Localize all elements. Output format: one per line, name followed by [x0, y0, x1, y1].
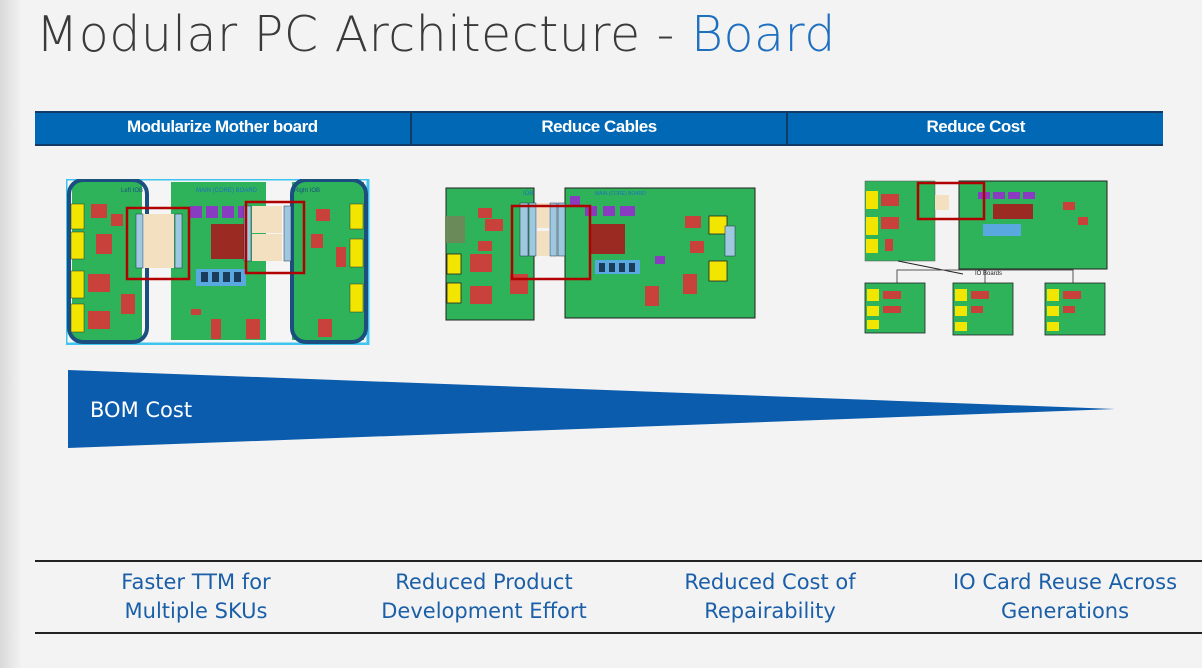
- right-iob-label: Right IOB: [294, 188, 320, 194]
- iob-label: IOB: [523, 191, 533, 197]
- header-reduce-cables: Reduce Cables: [412, 113, 789, 144]
- benefit-line: Reduced Product: [395, 570, 573, 594]
- slide-title: Modular PC Architecture - Board: [36, 6, 836, 63]
- benefit-line: Multiple SKUs: [124, 599, 268, 623]
- benefit-line: Development Effort: [381, 599, 587, 623]
- left-iob-label: Left IOB: [121, 188, 143, 194]
- modular-motherboard-diagram: Left IOB MAIN (CORE) BOARD Right IOB: [66, 179, 370, 345]
- benefit-line: IO Card Reuse Across: [952, 570, 1178, 594]
- benefit-line: Repairability: [704, 599, 836, 623]
- benefit-line: Faster TTM for: [121, 570, 271, 594]
- reduce-cost-diagram: IO Boards: [864, 180, 1108, 336]
- title-text: Modular PC Architecture -: [36, 6, 691, 63]
- divider-top: [35, 560, 1202, 562]
- header-reduce-cost: Reduce Cost: [926, 117, 1025, 136]
- main-board-label: MAIN (CORE) BOARD: [196, 188, 258, 194]
- benefit-repairability: Reduced Cost of Repairability: [684, 568, 855, 626]
- divider-bottom: [35, 632, 1202, 634]
- main-board-label-2: MAIN (CORE) BOARD: [595, 191, 646, 197]
- io-boards-label: IO Boards: [975, 271, 1002, 277]
- title-accent: Board: [690, 6, 836, 63]
- slide-edge: [0, 0, 22, 668]
- header-bar: Modularize Mother board Reduce Cables Re…: [35, 111, 1163, 146]
- benefit-line: Reduced Cost of: [684, 570, 856, 594]
- reduce-cables-diagram: IOB MAIN (CORE) BOARD: [445, 187, 756, 321]
- benefit-line: Generations: [1000, 599, 1130, 623]
- bom-cost-label: BOM Cost: [90, 398, 193, 422]
- bom-cost-wedge: [68, 370, 1115, 448]
- header-modularize: Modularize Mother board: [35, 113, 412, 144]
